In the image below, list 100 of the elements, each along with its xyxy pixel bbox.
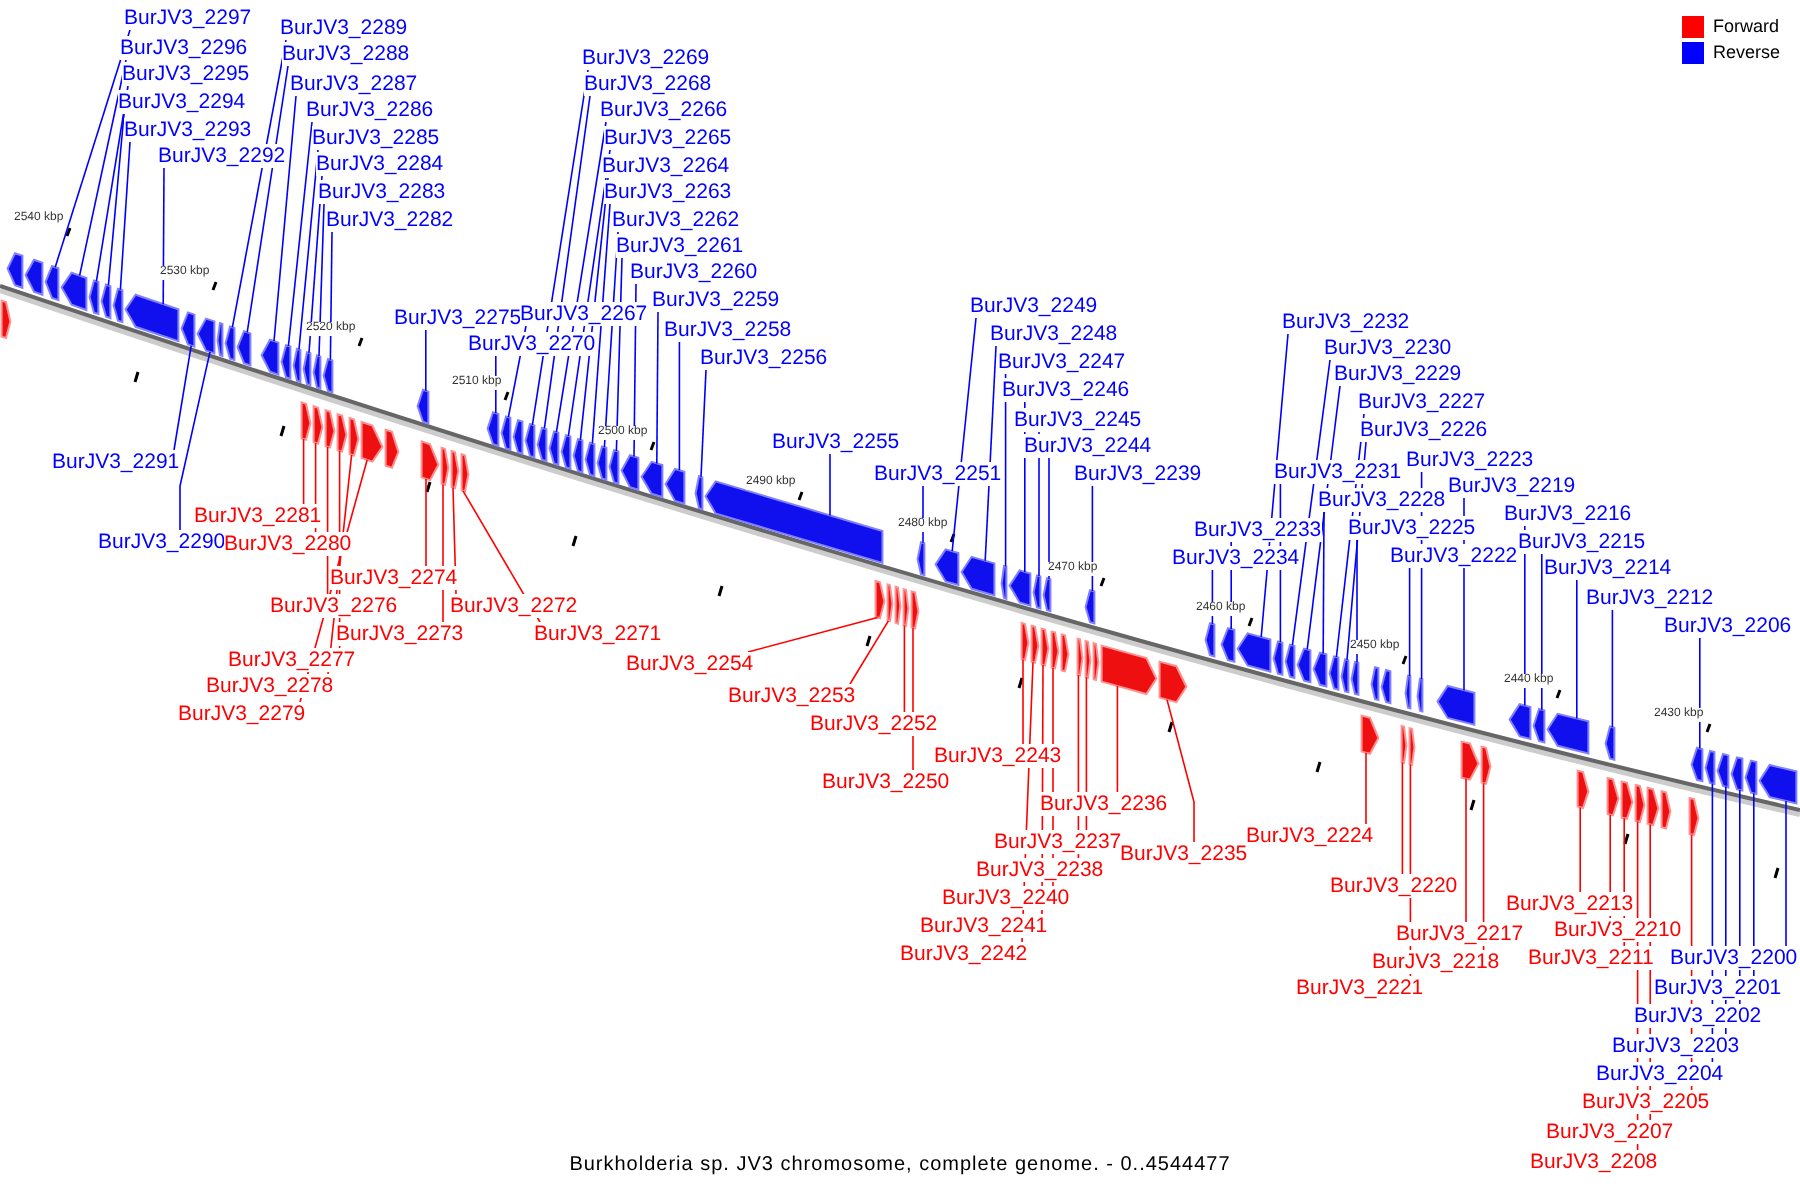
gene-label: BurJV3_2252 [810,712,938,736]
gene-glyph [1690,746,1704,783]
gene-label: BurJV3_2222 [1390,544,1518,568]
gene-label: BurJV3_2223 [1406,448,1534,472]
gene-label: BurJV3_2245 [1014,408,1142,432]
gene-label: BurJV3_2294 [118,90,246,114]
gene-label: BurJV3_2208 [1530,1150,1658,1174]
leader-line [107,113,125,287]
gene-label: BurJV3_2240 [942,886,1070,910]
leader-line [329,231,333,361]
gene-glyph [548,430,560,467]
leader-line [119,141,131,291]
gene-label: BurJV3_2280 [224,532,352,556]
gene-glyph [1000,564,1008,601]
gene-glyph [1284,643,1296,680]
gene-label: BurJV3_2293 [124,118,252,142]
gene-label: BurJV3_2237 [994,830,1122,854]
leader-line [162,167,165,305]
gene-glyph [916,540,926,577]
gene-label: BurJV3_2210 [1554,918,1682,942]
leader-line [273,95,297,342]
gene-label: BurJV3_2253 [728,684,856,708]
gene-label: BurJV3_2239 [1074,462,1202,486]
leader-line [231,39,287,329]
gene-label: BurJV3_2248 [990,322,1118,346]
gene-glyph [902,587,910,628]
gene-label: BurJV3_2235 [1120,842,1248,866]
gene-label: BurJV3_2277 [228,648,356,672]
gene-label: BurJV3_2265 [604,126,732,150]
gene-glyph [1084,639,1092,680]
gene-glyph [196,317,216,355]
gene-label: BurJV3_2285 [312,126,440,150]
gene-glyph [560,433,572,470]
gene-glyph [1042,576,1052,613]
leader-line [1785,800,1787,947]
gene-glyph [886,583,894,623]
gene-label: BurJV3_2273 [336,622,464,646]
leader-line [747,616,879,653]
gene-label: BurJV3_2266 [600,98,728,122]
gene-label: BurJV3_2286 [306,98,434,122]
gene-label: BurJV3_2220 [1330,874,1458,898]
gene-glyph [1480,745,1492,786]
gene-label: BurJV3_2262 [612,208,740,232]
leader-line [1048,457,1050,580]
gene-label: BurJV3_2267 [520,302,648,326]
gene-label: BurJV3_2254 [626,652,754,676]
gene-label: BurJV3_2236 [1040,792,1168,816]
gene-glyph [1716,752,1730,789]
gene-glyph [1020,621,1030,662]
gene-label: BurJV3_2218 [1372,950,1500,974]
leader-line [1356,539,1358,664]
gene-glyph [1360,714,1380,755]
leader-line [678,341,681,471]
gene-glyph [280,343,292,380]
gene-glyph [584,441,596,478]
gene-label: BurJV3_2238 [976,858,1104,882]
gene-label: BurJV3_2276 [270,594,398,618]
gene-label: BurJV3_2270 [468,332,596,356]
leader-line [54,29,131,268]
gene-glyph [572,437,584,474]
leader-line [849,620,890,685]
gene-glyph [1328,655,1340,691]
gene-label: BurJV3_2278 [206,674,334,698]
gene-glyph [596,445,608,482]
leader-line [656,311,659,465]
gene-label: BurJV3_2231 [1274,460,1402,484]
gene-label: BurJV3_2206 [1664,614,1792,638]
gene-label: BurJV3_2275 [394,306,522,330]
gene-glyph [1646,786,1660,827]
leader-line [425,478,427,567]
leader-line [173,344,192,451]
leader-line [1322,511,1325,655]
gene-glyph [1408,726,1416,767]
gene-label: BurJV3_2244 [1024,434,1152,458]
gene-label: BurJV3_2291 [52,450,180,474]
gene-glyph [608,448,620,485]
gene-label: BurJV3_2205 [1582,1090,1710,1114]
gene-glyph [1436,684,1476,727]
gene-label: BurJV3_2249 [970,294,1098,318]
gene-label: BurJV3_2272 [450,594,578,618]
gene-glyph [292,347,302,384]
leader-line [1022,658,1024,745]
leader-line [1465,777,1467,923]
gene-glyph [100,283,112,320]
gene-glyph [1076,637,1084,677]
leader-line [78,59,127,277]
gene-label: BurJV3_2204 [1596,1062,1724,1086]
gene-glyph [620,454,640,492]
leader-line [179,351,211,531]
gene-glyph [44,264,60,302]
gene-glyph [934,548,960,587]
leader-line [302,438,305,505]
gene-label: BurJV3_2247 [998,350,1126,374]
leader-line [1579,806,1581,893]
gene-label: BurJV3_2228 [1318,488,1446,512]
gene-label: BurJV3_2233 [1194,518,1322,542]
gene-glyph [460,452,470,493]
gene-label: BurJV3_2226 [1360,418,1488,442]
gene-label: BurJV3_2269 [582,46,710,70]
leader-line [1541,553,1543,711]
